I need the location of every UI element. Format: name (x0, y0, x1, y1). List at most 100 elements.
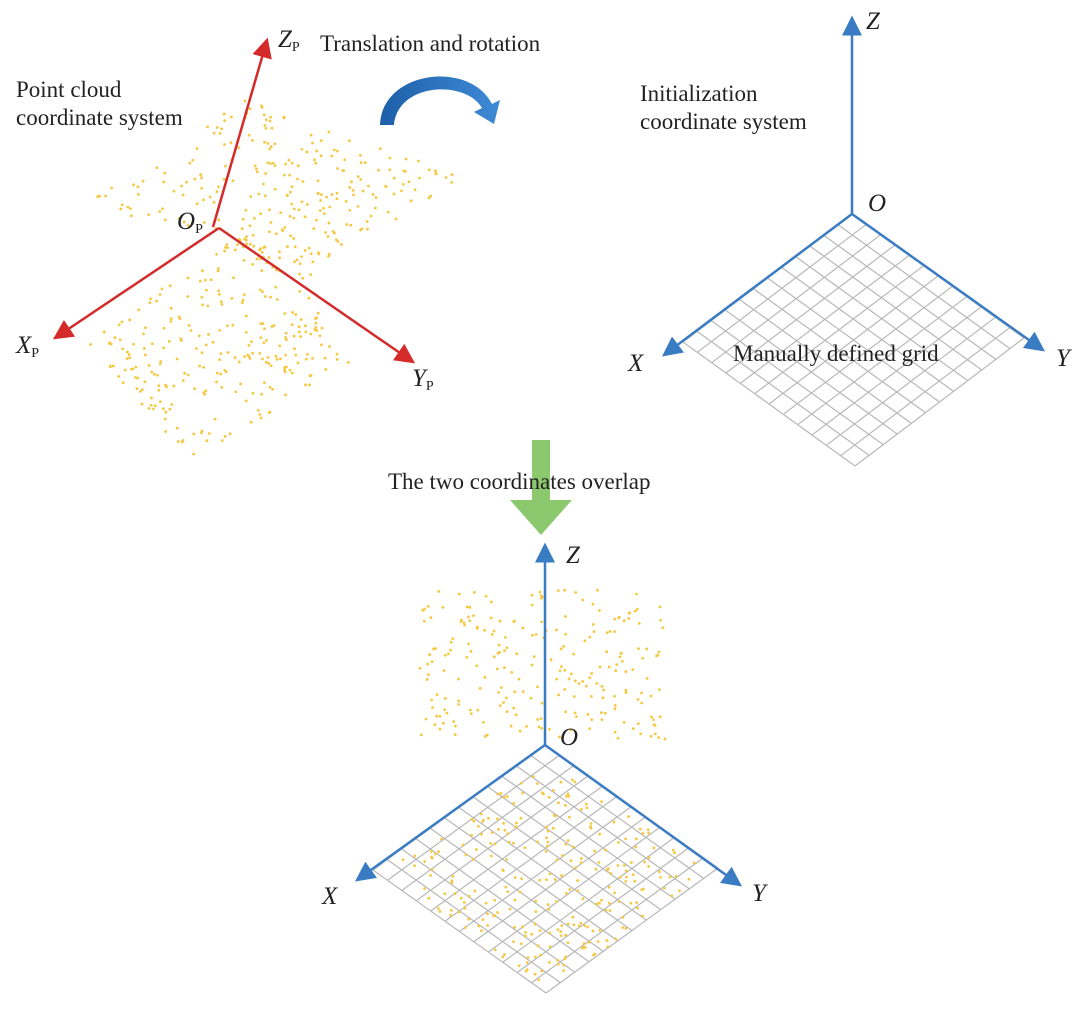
cloud-point (319, 154, 323, 158)
cloud-point (306, 353, 309, 356)
cloud-point (574, 866, 578, 869)
cloud-point (551, 789, 555, 792)
cloud-point (149, 297, 152, 301)
cloud-point (335, 149, 339, 153)
cloud-point (192, 432, 196, 436)
cloud-point (363, 161, 367, 165)
cloud-point (457, 677, 460, 681)
cloud-point (135, 387, 139, 391)
cloud-point (301, 180, 305, 183)
cloud-point (575, 715, 578, 719)
overlap-label: The two coordinates overlap (388, 469, 651, 494)
cloud-point (147, 213, 151, 216)
cloud-point (305, 150, 309, 154)
cloud-point (121, 381, 125, 384)
cloud-point (366, 227, 369, 231)
cloud-point (342, 169, 346, 172)
cloud-point (549, 658, 553, 662)
cloud-point (242, 293, 246, 297)
cloud-point (201, 269, 204, 273)
cloud-point (576, 889, 580, 893)
cloud-point (437, 850, 440, 854)
cloud-point (142, 332, 145, 336)
cloud-point (359, 153, 362, 157)
cloud-point (313, 158, 316, 162)
cloud-point (269, 364, 273, 368)
cloud-point (297, 330, 301, 334)
cloud-point (309, 273, 313, 277)
cloud-point (323, 356, 327, 360)
cloud-point (163, 417, 167, 421)
cloud-point (348, 186, 352, 189)
point-cloud-bottom (401, 588, 696, 982)
cloud-point (400, 189, 403, 193)
cloud-point (273, 142, 277, 146)
cloud-point (297, 325, 301, 329)
cloud-point (215, 190, 219, 193)
cloud-point (434, 169, 437, 173)
init-z-label: Z (866, 8, 880, 35)
cloud-point (613, 694, 616, 698)
cloud-point (608, 630, 612, 633)
cloud-point (248, 107, 252, 111)
cloud-point (572, 652, 575, 656)
cloud-point (150, 370, 154, 374)
cloud-point (245, 235, 248, 239)
cloud-point (621, 915, 625, 919)
cloud-point (598, 928, 602, 932)
cloud-point (197, 334, 201, 338)
cloud-point (538, 929, 542, 932)
cloud-point (505, 857, 509, 861)
cloud-point (437, 590, 441, 593)
cloud-point (564, 710, 567, 714)
cloud-point (202, 366, 205, 369)
cloud-point (307, 246, 311, 250)
cloud-point (621, 926, 625, 929)
cloud-point (282, 115, 286, 119)
cloud-point (249, 340, 253, 344)
cloud-point (566, 922, 570, 926)
cloud-point (304, 357, 308, 361)
cloud-point (577, 682, 581, 685)
cloud-point (319, 343, 323, 347)
cloud-point (195, 202, 199, 206)
cloud-point (280, 228, 284, 232)
cloud-point (169, 320, 173, 323)
cloud-point (442, 669, 446, 672)
cloud-point (299, 335, 303, 338)
cloud-point (219, 372, 223, 376)
cloud-point (328, 205, 332, 209)
cloud-point (205, 439, 209, 443)
cloud-point (501, 955, 505, 959)
cloud-point (247, 344, 251, 347)
grid-line (487, 826, 661, 953)
cloud-point (401, 858, 405, 862)
cloud-point (271, 387, 274, 391)
cloud-point (530, 603, 534, 607)
cloud-point (564, 794, 568, 798)
cloud-point (404, 157, 408, 161)
cloud-point (428, 653, 432, 656)
cloud-point (118, 338, 122, 342)
cloud-point (530, 663, 534, 667)
cloud-point (607, 901, 611, 905)
cloud-point (556, 589, 560, 592)
cloud-point (429, 873, 433, 877)
cloud-point (143, 380, 147, 384)
cloud-point (268, 385, 272, 389)
cloud-point (652, 718, 655, 722)
cloud-point (643, 860, 647, 864)
cloud-point (188, 161, 192, 165)
cloud-point (453, 733, 457, 737)
cloud-point (275, 357, 279, 361)
cloud-point (426, 662, 429, 666)
cloud-point (636, 906, 639, 910)
cloud-point (658, 605, 662, 609)
cloud-point (373, 206, 377, 210)
cloud-point (534, 899, 538, 903)
cloud-point (111, 364, 115, 368)
cloud-point (518, 890, 522, 894)
cloud-point (655, 654, 658, 658)
cloud-point (483, 675, 487, 679)
